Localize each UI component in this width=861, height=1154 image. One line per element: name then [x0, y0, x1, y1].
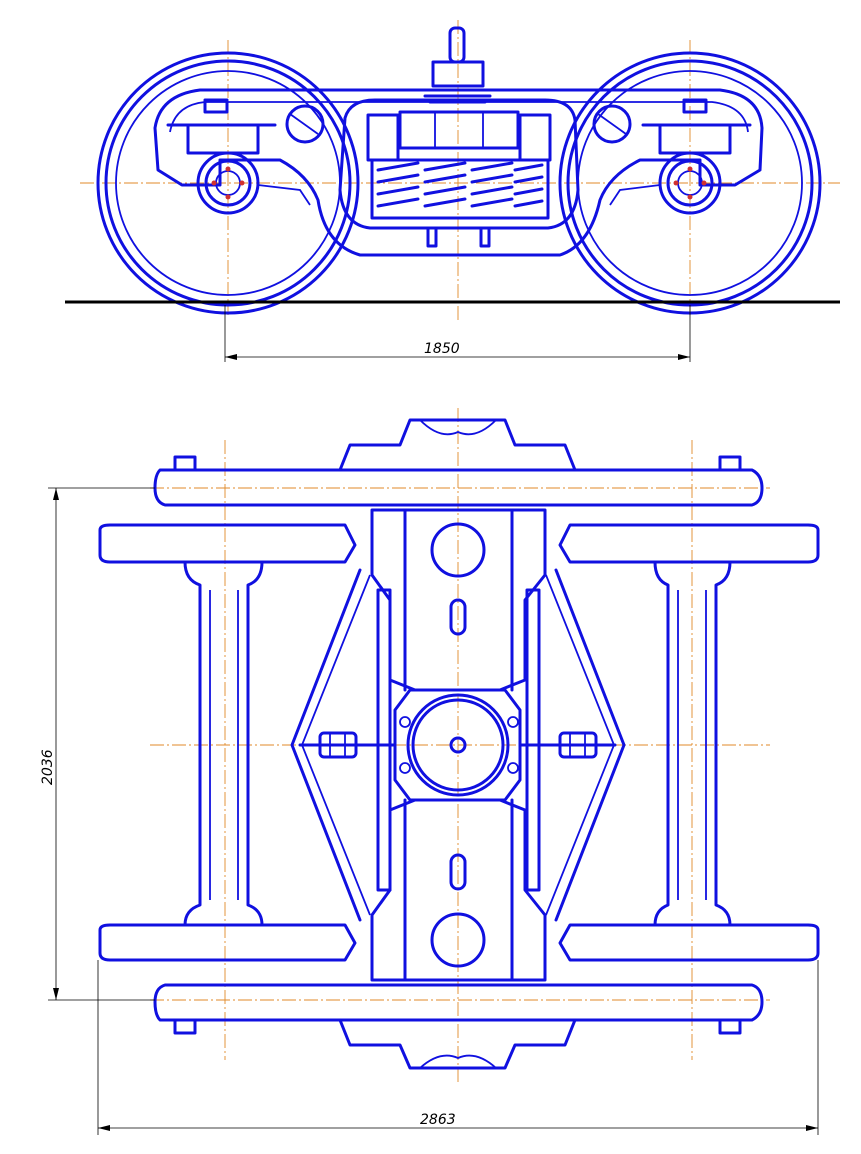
left-wheel — [96, 51, 360, 315]
side-frame — [153, 88, 764, 257]
left-axle-box — [166, 123, 311, 215]
spring-set — [370, 158, 550, 220]
brake-cylinder-left — [298, 731, 397, 759]
right-axle-box — [609, 123, 752, 215]
wheel-top-right — [558, 523, 820, 564]
side-view: 1850 — [65, 20, 840, 362]
axle-right — [653, 560, 732, 927]
track-width-dimension: 2036 — [40, 487, 155, 1001]
frame-hole-right — [592, 104, 632, 144]
bolster-end — [398, 110, 520, 150]
track-width-label: 2036 — [40, 749, 56, 785]
axle-left — [183, 560, 264, 927]
wheel-bottom-right — [558, 923, 820, 962]
frame-hole-left — [285, 104, 325, 144]
plan-view: 2036 2863 — [40, 408, 820, 1135]
side-frame-bottom — [153, 983, 764, 1070]
spring-window — [338, 98, 580, 230]
wheelbase-label: 1850 — [424, 341, 460, 357]
center-pin — [423, 26, 492, 104]
wheel-bottom-left — [98, 923, 357, 962]
brake-cylinder-right — [518, 731, 617, 759]
side-frame-top — [153, 418, 764, 507]
wheel-top-left — [98, 523, 357, 564]
overall-length-dimension: 2863 — [97, 960, 819, 1135]
center-plate — [393, 688, 522, 802]
brake-rigging — [290, 568, 626, 922]
overall-length-label: 2863 — [420, 1112, 456, 1128]
wheelbase-dimension: 1850 — [224, 305, 691, 362]
